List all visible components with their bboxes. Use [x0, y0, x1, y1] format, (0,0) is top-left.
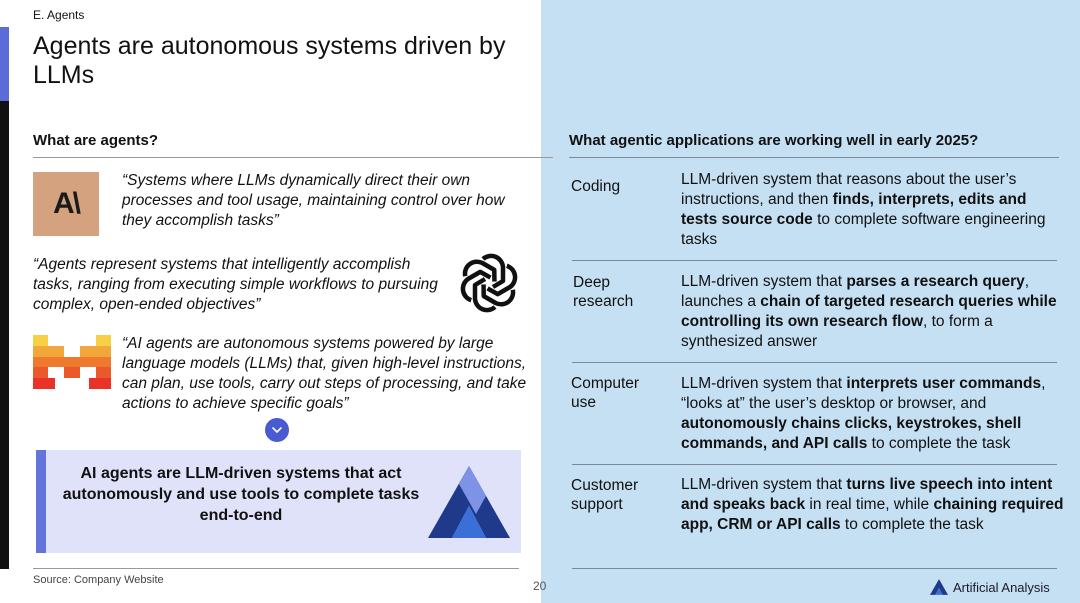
app-desc-coding: LLM-driven system that reasons about the…: [681, 170, 1066, 250]
divider: [33, 568, 519, 569]
app-desc-computer-use: LLM-driven system that interprets user c…: [681, 374, 1066, 454]
bold-segment: autonomously chains clicks, keystrokes, …: [681, 415, 1022, 452]
divider: [569, 157, 1059, 158]
text-segment: , “looks at” the user’s desktop or brows…: [681, 375, 1046, 412]
mistral-logo: [33, 335, 111, 389]
app-label-deep-research: Deep research: [573, 274, 634, 310]
page-title: Agents are autonomous systems driven by …: [33, 32, 506, 89]
text-segment: , launches a: [681, 273, 1030, 310]
bold-segment: parses a research query: [846, 273, 1025, 290]
text-segment: LLM-driven system that: [681, 273, 847, 290]
source-note: Source: Company Website: [33, 574, 164, 586]
bold-segment: finds, interprets, edits and tests sourc…: [681, 191, 1027, 228]
artificial-analysis-logo: [428, 466, 510, 538]
divider: [33, 157, 553, 158]
text-segment: to complete the task: [867, 435, 1011, 452]
openai-logo: [460, 253, 518, 313]
right-panel: [541, 0, 1080, 603]
anthropic-logo: A\: [33, 172, 99, 236]
chevron-down-icon: [265, 418, 289, 442]
row-divider: [572, 260, 1057, 261]
text-segment: LLM-driven system that reasons about the…: [681, 171, 1017, 208]
accent-bar: [0, 27, 9, 101]
bold-segment: chaining required app, CRM or API calls: [681, 496, 1064, 533]
row-divider: [572, 568, 1057, 569]
accent-bar-dark: [0, 101, 9, 569]
quote-mistral: “AI agents are autonomous systems powere…: [122, 335, 527, 412]
left-heading: What are agents?: [33, 132, 159, 149]
bold-segment: turns live speech into intent and speaks…: [681, 476, 1053, 513]
text-segment: to complete software engineering tasks: [681, 211, 1046, 248]
text-segment: , to form a synthesized answer: [681, 313, 993, 350]
summary-text: AI agents are LLM-driven systems that ac…: [62, 465, 420, 524]
bold-segment: chain of targeted research queries while…: [681, 293, 1057, 330]
quote-openai: “Agents represent systems that intellige…: [33, 256, 438, 313]
summary-accent-bar: [36, 450, 46, 553]
brand-footer: Artificial Analysis: [930, 579, 1050, 595]
text-segment: in real time, while: [805, 496, 934, 513]
app-desc-deep-research: LLM-driven system that parses a research…: [681, 272, 1066, 352]
row-divider: [572, 464, 1057, 465]
app-label-coding: Coding: [571, 178, 621, 195]
app-label-customer-support: Customer support: [571, 477, 639, 513]
text-segment: to complete the task: [840, 516, 984, 533]
app-label-computer-use: Computer use: [571, 375, 640, 411]
anthropic-logo-text: A\: [53, 187, 81, 220]
section-label: E. Agents: [33, 8, 85, 22]
row-divider: [572, 362, 1057, 363]
text-segment: LLM-driven system that: [681, 476, 847, 493]
page-number: 20: [533, 579, 547, 593]
artificial-analysis-small-logo: [930, 579, 948, 595]
bold-segment: interprets user commands: [846, 375, 1042, 392]
app-desc-customer-support: LLM-driven system that turns live speech…: [681, 475, 1066, 535]
quote-anthropic: “Systems where LLMs dynamically direct t…: [122, 172, 505, 229]
brand-name: Artificial Analysis: [953, 579, 1050, 595]
right-heading: What agentic applications are working we…: [569, 132, 979, 149]
text-segment: LLM-driven system that: [681, 375, 847, 392]
